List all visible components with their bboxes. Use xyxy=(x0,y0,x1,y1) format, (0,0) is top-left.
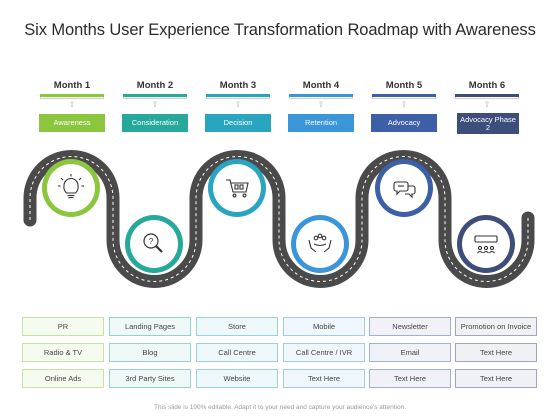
month-3-underline xyxy=(206,94,270,97)
month-5-underline xyxy=(372,94,436,97)
month-4-label: Month 4 xyxy=(302,80,340,91)
month-2-label: Month 2 xyxy=(136,80,174,91)
month-1-label: Month 1 xyxy=(53,80,91,91)
page-title: Six Months User Experience Transformatio… xyxy=(24,21,536,39)
lightbulb-icon xyxy=(58,174,84,199)
table-cell: Store xyxy=(196,317,278,336)
stage-consideration: Consideration xyxy=(122,114,188,132)
up-arrow-icon: ⇧ xyxy=(400,100,408,109)
hands-people-icon xyxy=(308,233,332,253)
table-cell: Promotion on Invoice xyxy=(455,317,537,336)
table-cell: Landing Pages xyxy=(109,317,191,336)
shopping-cart-icon xyxy=(226,179,249,198)
table-cell: Call Centre xyxy=(196,343,278,362)
table-cell: Email xyxy=(369,343,451,362)
connector-bracket xyxy=(206,97,270,99)
stage-advocacy: Advocacy xyxy=(371,114,437,132)
milestone-1 xyxy=(42,159,100,217)
milestone-4 xyxy=(291,215,349,273)
up-arrow-icon: ⇧ xyxy=(234,100,242,109)
team-chat-icon xyxy=(474,235,498,254)
footer-note: This slide is 100% editable. Adapt it to… xyxy=(153,404,406,411)
magnifier-icon: ? xyxy=(143,233,163,253)
month-3-label: Month 3 xyxy=(219,80,257,91)
milestone-3 xyxy=(208,159,266,217)
table-cell: Newsletter xyxy=(369,317,451,336)
chat-bubbles-icon xyxy=(393,181,416,199)
table-cell: Radio & TV xyxy=(22,343,104,362)
up-arrow-icon: ⇧ xyxy=(483,100,491,109)
stage-advocacy-phase-2: Advocacy Phase 2 xyxy=(457,113,519,134)
table-cell: Online Ads xyxy=(22,369,104,388)
table-cell: Text Here xyxy=(455,369,537,388)
up-arrow-icon: ⇧ xyxy=(68,100,76,109)
connector-bracket xyxy=(455,97,519,99)
connector-bracket xyxy=(123,97,187,99)
milestone-6 xyxy=(457,215,515,273)
milestone-2: ? xyxy=(125,215,183,273)
table-cell: PR xyxy=(22,317,104,336)
month-2-underline xyxy=(123,94,187,97)
month-5-label: Month 5 xyxy=(385,80,423,91)
connector-bracket xyxy=(40,97,104,99)
stage-retention: Retention xyxy=(288,114,354,132)
month-1-underline xyxy=(40,94,104,97)
stage-decision: Decision xyxy=(205,114,271,132)
up-arrow-icon: ⇧ xyxy=(151,100,159,109)
month-6-label: Month 6 xyxy=(468,80,506,91)
connector-bracket xyxy=(289,97,353,99)
table-cell: Call Centre / IVR xyxy=(283,343,365,362)
table-cell: Text Here xyxy=(283,369,365,388)
table-cell: Text Here xyxy=(455,343,537,362)
milestone-5 xyxy=(375,159,433,217)
month-4-underline xyxy=(289,94,353,97)
table-cell: 3rd Party Sites xyxy=(109,369,191,388)
stage-awareness: Awareness xyxy=(39,114,105,132)
svg-text:?: ? xyxy=(149,237,154,246)
table-cell: Blog xyxy=(109,343,191,362)
month-6-underline xyxy=(455,94,519,97)
connector-bracket xyxy=(372,97,436,99)
table-cell: Mobile xyxy=(283,317,365,336)
table-cell: Website xyxy=(196,369,278,388)
up-arrow-icon: ⇧ xyxy=(317,100,325,109)
table-cell: Text Here xyxy=(369,369,451,388)
